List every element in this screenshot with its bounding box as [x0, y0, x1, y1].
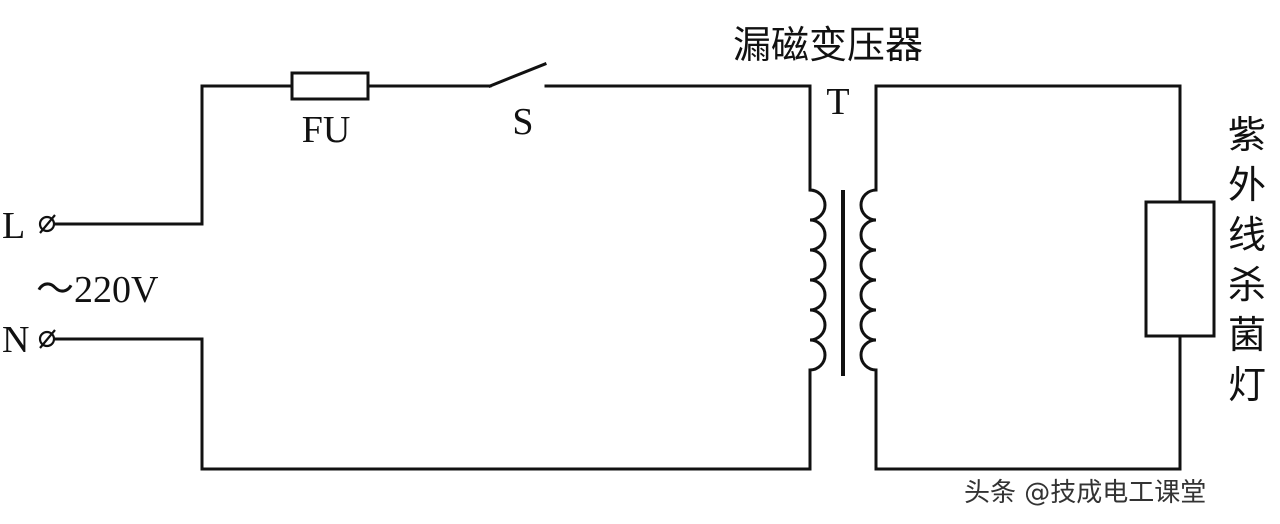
secondary-coil — [859, 188, 878, 378]
primary-circuit — [54, 84, 812, 471]
switch-label: S — [512, 101, 533, 143]
transformer-title: 漏磁变压器 — [733, 23, 923, 67]
terminal-n-label: N — [2, 319, 29, 361]
terminal-l-label: L — [2, 205, 25, 247]
lamp-label-char: 线 — [1228, 213, 1266, 257]
lamp-label: 紫 外 线 杀 菌 灯 — [1228, 113, 1266, 407]
lamp-label-char: 杀 — [1228, 263, 1266, 307]
fuse-label: FU — [302, 109, 351, 151]
primary-coil — [808, 188, 827, 378]
lamp-symbol — [1144, 200, 1216, 338]
lamp-label-char: 灯 — [1228, 363, 1266, 407]
lamp-label-char: 外 — [1228, 163, 1266, 207]
transformer-label: T — [826, 81, 849, 123]
terminal-l — [38, 214, 56, 234]
lamp-label-char: 菌 — [1228, 313, 1266, 357]
lamp-label-char: 紫 — [1228, 113, 1266, 157]
switch-blade — [488, 62, 547, 88]
terminal-n — [38, 329, 56, 349]
secondary-circuit — [874, 84, 1182, 471]
watermark: 头条 @技成电工课堂 — [964, 478, 1206, 508]
supply-voltage-label: ～220V — [36, 269, 159, 311]
transformer-symbol — [808, 188, 878, 378]
fuse-symbol — [290, 71, 370, 101]
